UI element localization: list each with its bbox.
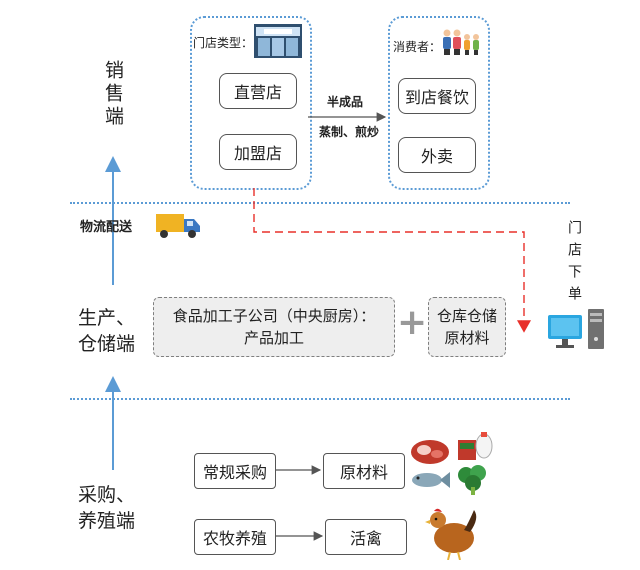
warehouse-box: 仓库仓储 原材料 bbox=[428, 297, 506, 357]
steam-fry-label: 蒸制、煎炒 bbox=[319, 125, 380, 139]
fish-icon bbox=[412, 472, 450, 488]
direct-store-box: 直营店 bbox=[219, 73, 297, 109]
poultry-box: 活禽 bbox=[325, 519, 407, 555]
store-type-label: 门店类型： bbox=[193, 36, 254, 50]
central-kitchen-line1: 食品加工子公司（中央厨房）： bbox=[172, 307, 376, 325]
consumer-group bbox=[388, 16, 490, 190]
section-production-line2: 仓储端 bbox=[78, 333, 136, 355]
grocery-icon bbox=[458, 432, 493, 460]
section-sales-label: 销售端 bbox=[102, 60, 124, 129]
warehouse-line1: 仓库仓储 bbox=[436, 307, 497, 325]
section-purchase-line2: 养殖端 bbox=[78, 510, 136, 532]
section-production-line1: 生产、 bbox=[78, 307, 136, 329]
semi-finished-label: 半成品 bbox=[327, 95, 364, 109]
store-order-label: 门店下单 bbox=[566, 220, 582, 308]
franchise-store-box: 加盟店 bbox=[219, 134, 297, 170]
logistics-label: 物流配送 bbox=[80, 220, 133, 235]
raw-material-box: 原材料 bbox=[323, 453, 405, 489]
separator-top bbox=[70, 202, 570, 204]
central-kitchen-box: 食品加工子公司（中央厨房）： 产品加工 bbox=[153, 297, 395, 357]
computer-icon bbox=[548, 309, 604, 349]
meat-icon bbox=[411, 440, 449, 464]
separator-bottom bbox=[70, 398, 570, 400]
chicken-icon bbox=[425, 508, 477, 560]
section-purchase-line1: 采购、 bbox=[78, 484, 136, 506]
section-production-label: 生产、 仓储端 bbox=[78, 305, 135, 357]
family-icon bbox=[443, 29, 479, 55]
storefront-image bbox=[254, 24, 302, 58]
warehouse-line2: 原材料 bbox=[444, 329, 490, 347]
consumer-label: 消费者： bbox=[393, 40, 442, 54]
section-purchase-label: 采购、 养殖端 bbox=[78, 482, 135, 534]
truck-icon bbox=[156, 214, 200, 238]
central-kitchen-line2: 产品加工 bbox=[243, 329, 304, 347]
takeout-box: 外卖 bbox=[398, 137, 476, 173]
store-type-group bbox=[190, 16, 312, 190]
dine-in-box: 到店餐饮 bbox=[398, 78, 476, 114]
vegetable-icon bbox=[458, 465, 486, 495]
farming-box: 农牧养殖 bbox=[194, 519, 276, 555]
plus-sign: + bbox=[397, 302, 428, 343]
regular-purchase-box: 常规采购 bbox=[194, 453, 276, 489]
